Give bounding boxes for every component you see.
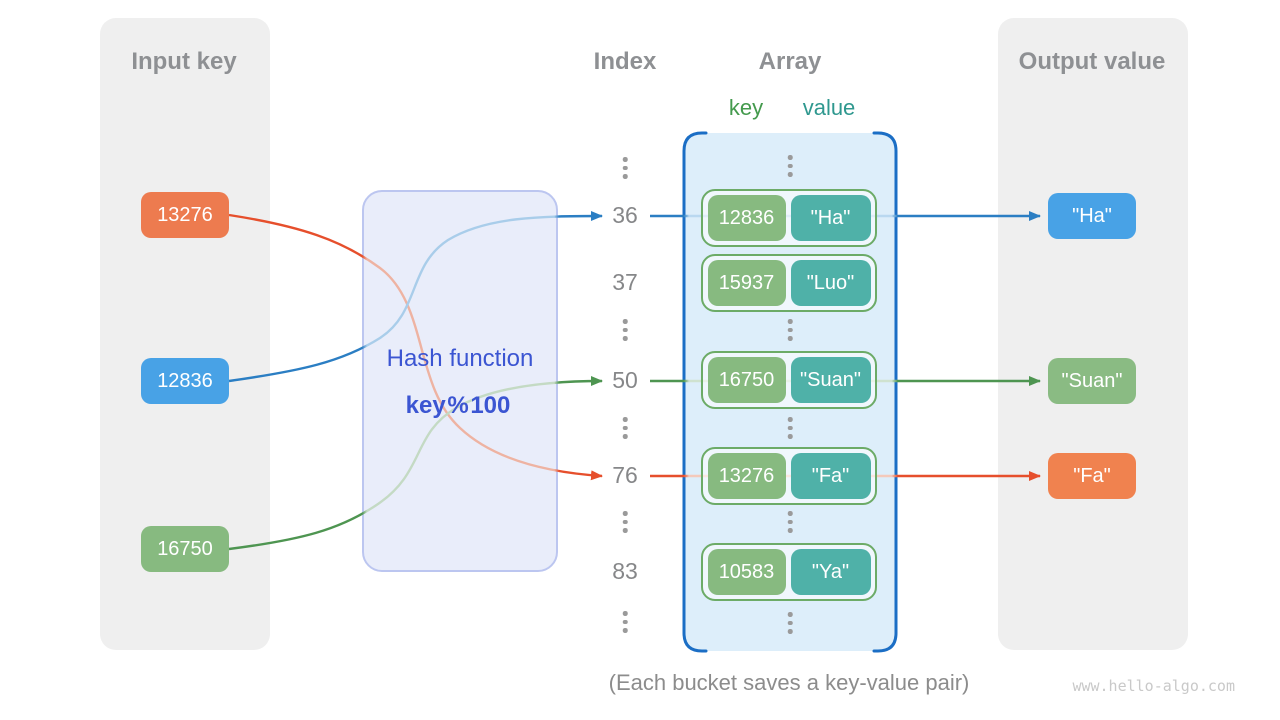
bucket-pair: 12836 "Ha" bbox=[701, 189, 877, 247]
ellipsis-icon bbox=[787, 155, 793, 177]
pair-key: 12836 bbox=[707, 195, 786, 241]
hash-formula: key % 100 bbox=[405, 392, 511, 419]
array-value-header: value bbox=[802, 95, 856, 120]
ellipsis-icon bbox=[787, 612, 793, 634]
pair-key: 15937 bbox=[707, 260, 786, 306]
hash-function-box bbox=[362, 190, 558, 572]
bucket-pair: 15937 "Luo" bbox=[701, 254, 877, 312]
output-value-suan: "Suan" bbox=[1048, 358, 1136, 404]
output-value-title: Output value bbox=[1018, 48, 1166, 75]
pair-key: 10583 bbox=[707, 549, 786, 595]
output-value-fa: "Fa" bbox=[1048, 453, 1136, 499]
array-right-bracket bbox=[872, 131, 898, 653]
pair-value: "Suan" bbox=[790, 357, 871, 403]
index-50: 50 bbox=[612, 367, 638, 393]
bucket-pair: 13276 "Fa" bbox=[701, 447, 877, 505]
bucket-pair: 16750 "Suan" bbox=[701, 351, 877, 409]
input-key-13276: 13276 bbox=[141, 192, 229, 238]
index-76: 76 bbox=[612, 462, 638, 488]
ellipsis-icon bbox=[622, 319, 628, 341]
ellipsis-icon bbox=[622, 511, 628, 533]
input-key-title: Input key bbox=[131, 48, 237, 75]
pair-value: "Ya" bbox=[790, 549, 871, 595]
input-key-16750: 16750 bbox=[141, 526, 229, 572]
output-value-ha: "Ha" bbox=[1048, 193, 1136, 239]
pair-value: "Ha" bbox=[790, 195, 871, 241]
ellipsis-icon bbox=[622, 157, 628, 179]
bucket-pair: 10583 "Ya" bbox=[701, 543, 877, 601]
ellipsis-icon bbox=[622, 417, 628, 439]
pair-key: 16750 bbox=[707, 357, 786, 403]
index-36: 36 bbox=[612, 202, 638, 228]
array-key-header: key bbox=[728, 95, 764, 120]
pair-value: "Fa" bbox=[790, 453, 871, 499]
index-83: 83 bbox=[612, 558, 638, 584]
diagram-caption: (Each bucket saves a key-value pair) bbox=[608, 670, 970, 695]
ellipsis-icon bbox=[787, 417, 793, 439]
array-header: Array bbox=[758, 48, 822, 75]
site-watermark: www.hello-algo.com bbox=[1072, 677, 1235, 695]
input-key-12836: 12836 bbox=[141, 358, 229, 404]
ellipsis-icon bbox=[787, 319, 793, 341]
hash-function-label: Hash function bbox=[386, 345, 534, 372]
ellipsis-icon bbox=[787, 511, 793, 533]
index-header: Index bbox=[593, 48, 657, 75]
pair-value: "Luo" bbox=[790, 260, 871, 306]
index-37: 37 bbox=[612, 269, 638, 295]
ellipsis-icon bbox=[622, 611, 628, 633]
pair-key: 13276 bbox=[707, 453, 786, 499]
output-value-panel bbox=[998, 18, 1188, 650]
